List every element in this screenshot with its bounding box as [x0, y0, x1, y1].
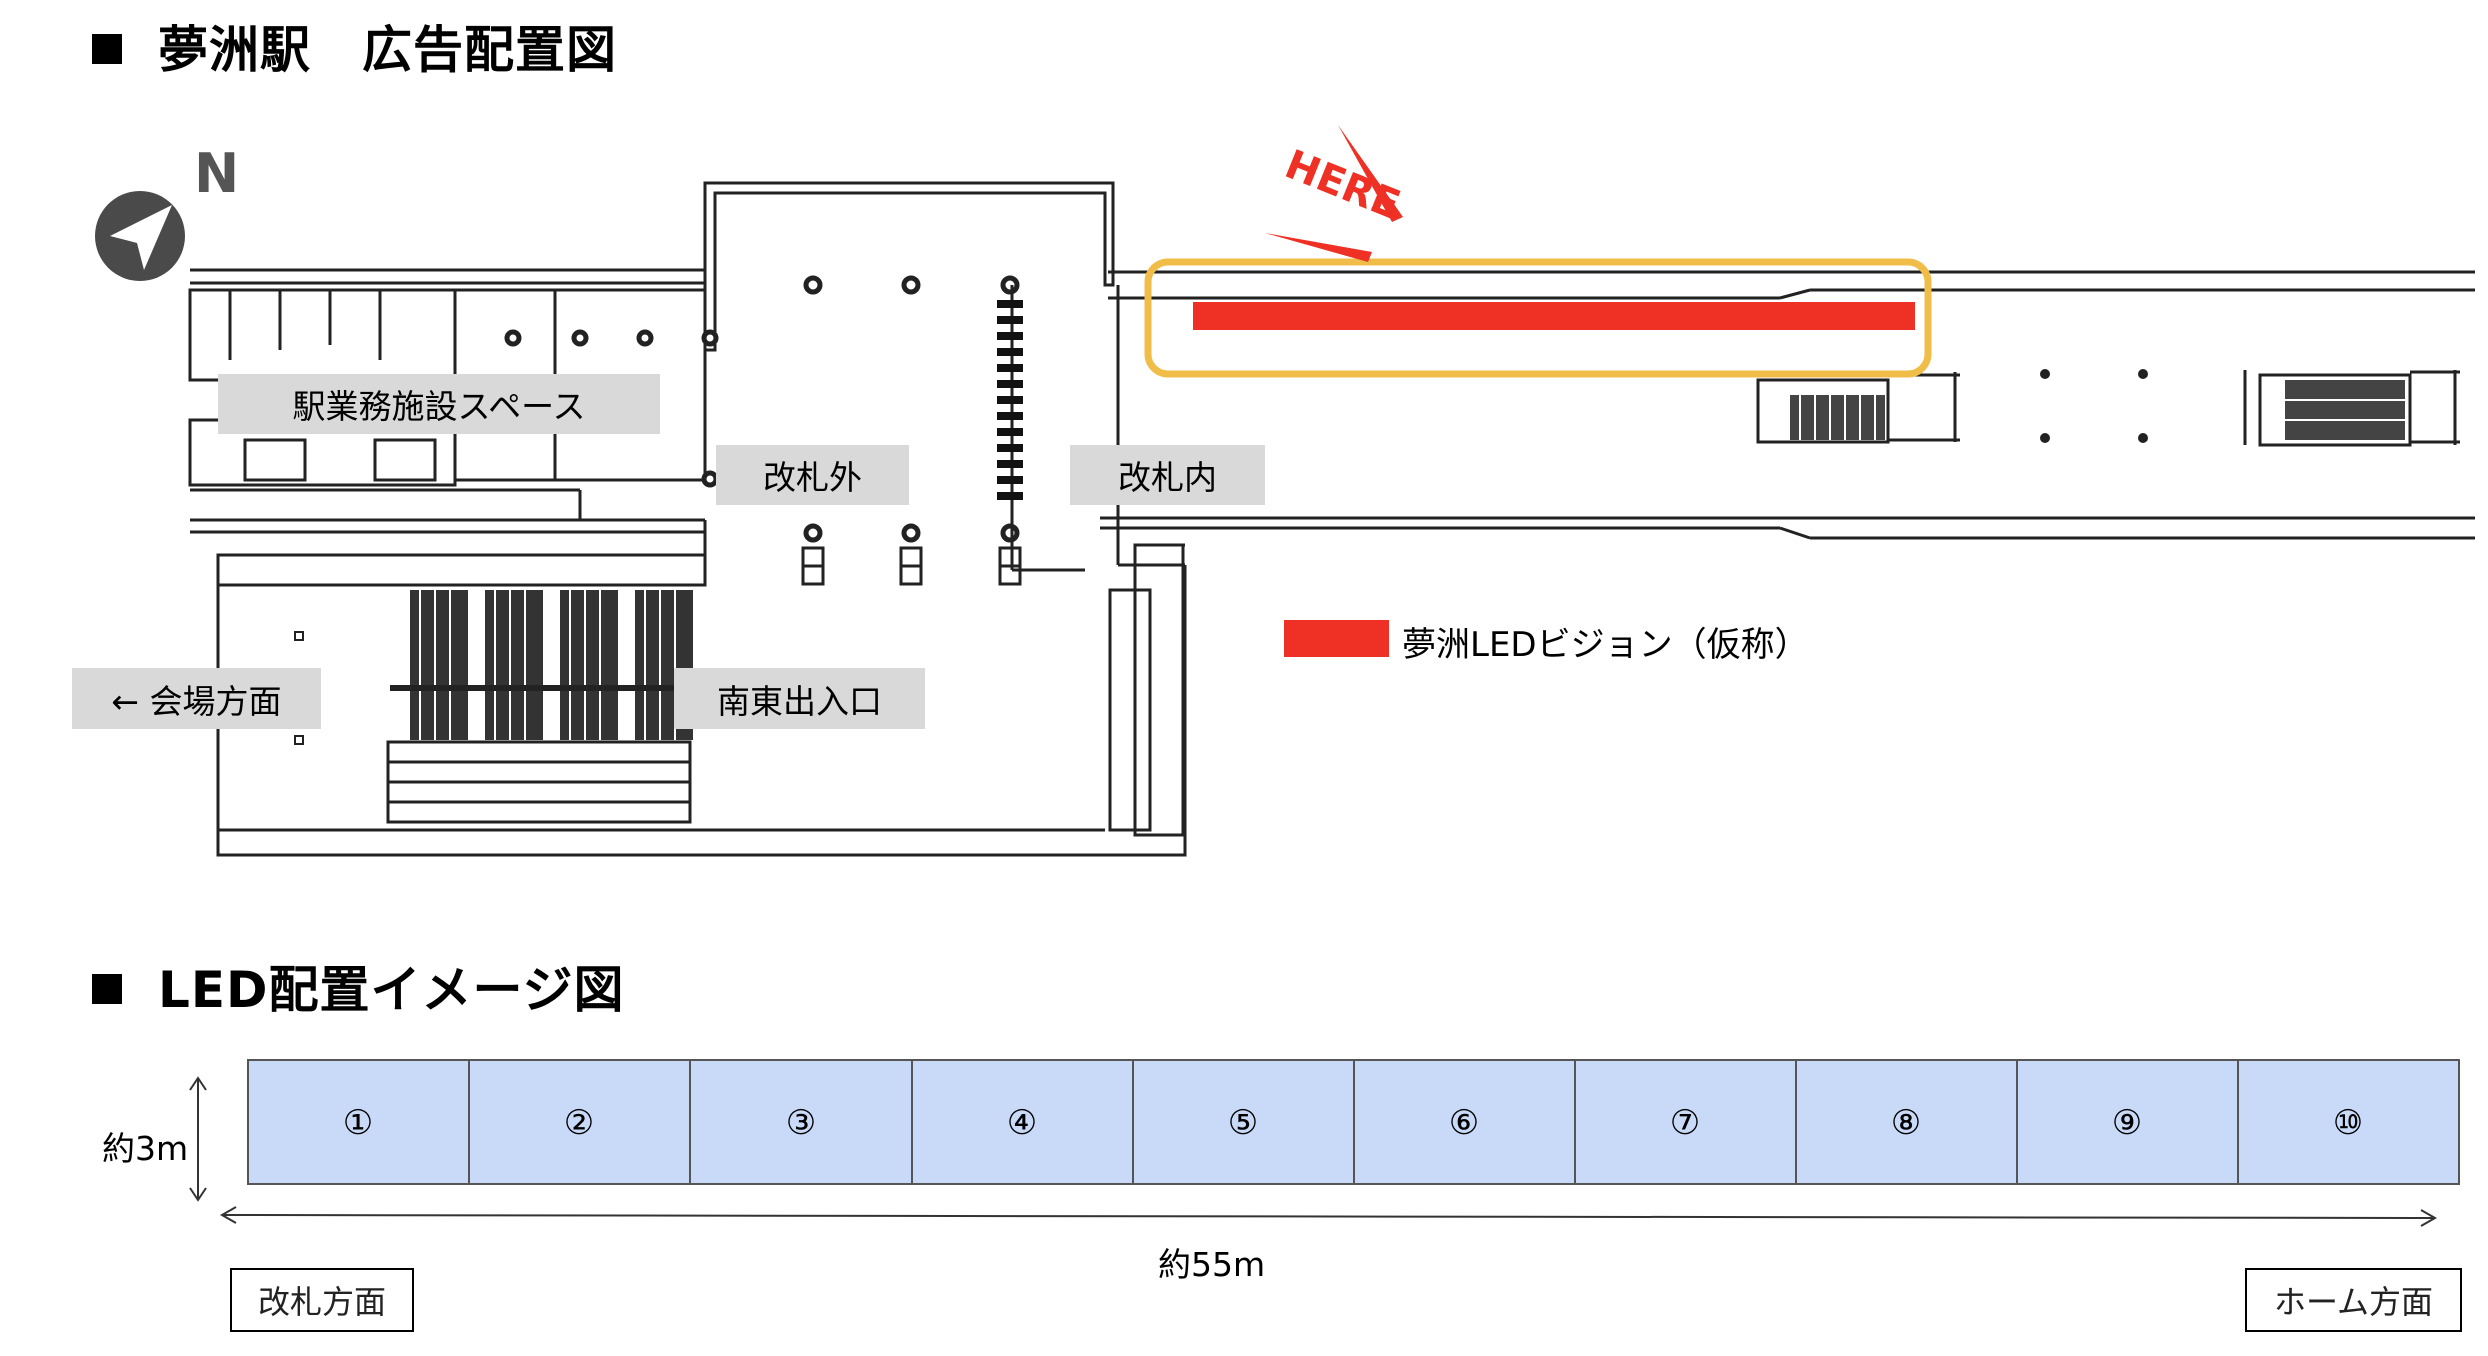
led-panel-label: ⑦ [1670, 1103, 1700, 1143]
led-panel [1353, 1059, 1576, 1185]
led-panel [1132, 1059, 1355, 1185]
led-panel-label: ⑥ [1449, 1103, 1479, 1143]
led-panel-label: ② [564, 1103, 594, 1143]
led-panel [689, 1059, 913, 1185]
label-outside-gate: 改札外 [716, 445, 909, 505]
led-panel [911, 1059, 1134, 1185]
led-panel [468, 1059, 691, 1185]
led-panel [2237, 1059, 2460, 1185]
map-section-title: 夢洲駅 広告配置図 [92, 20, 617, 80]
led-panel-label: ① [343, 1103, 373, 1143]
height-dimension-label: 約3m [102, 1129, 189, 1168]
compass-north-label: N [194, 142, 239, 205]
led-panel-label: ④ [1007, 1103, 1037, 1143]
legend-label: 夢洲LEDビジョン（仮称） [1402, 625, 1809, 665]
bullet-square-icon [92, 33, 122, 64]
label-staff-space: 駅業務施設スペース [218, 374, 660, 434]
label-southeast-exit: 南東出入口 [674, 668, 925, 729]
here-label: HERE [1279, 141, 1407, 228]
width-dimension-label: 約55m [1158, 1245, 1266, 1284]
led-panel [1574, 1059, 1797, 1185]
here-burst-icon [1338, 125, 1403, 222]
legend-swatch [1284, 620, 1389, 657]
width-dimension-arrow [219, 1206, 2438, 1227]
led-panel-label: ⑨ [2112, 1103, 2142, 1143]
height-dimension-arrow [189, 1076, 207, 1202]
led-panel [1795, 1059, 2018, 1185]
led-vision-bar [1193, 302, 1915, 330]
label-venue-direction: ← 会場方面 [72, 668, 321, 729]
led-panel-strip [247, 1059, 2460, 1185]
compass-icon [95, 191, 185, 281]
led-highlight-frame [1144, 258, 1932, 378]
led-panel-label: ③ [786, 1103, 816, 1143]
led-panel-label: ⑧ [1891, 1103, 1921, 1143]
led-panel-label: ⑤ [1228, 1103, 1258, 1143]
gate-side-label: 改札方面 [230, 1268, 414, 1332]
platform-side-label: ホーム方面 [2245, 1268, 2462, 1332]
led-panel-label: ⑩ [2333, 1103, 2363, 1143]
label-inside-gate: 改札内 [1070, 445, 1265, 505]
led-panel [2016, 1059, 2239, 1185]
led-section-title: LED配置イメージ図 [92, 960, 625, 1020]
bullet-square-icon [92, 973, 122, 1004]
